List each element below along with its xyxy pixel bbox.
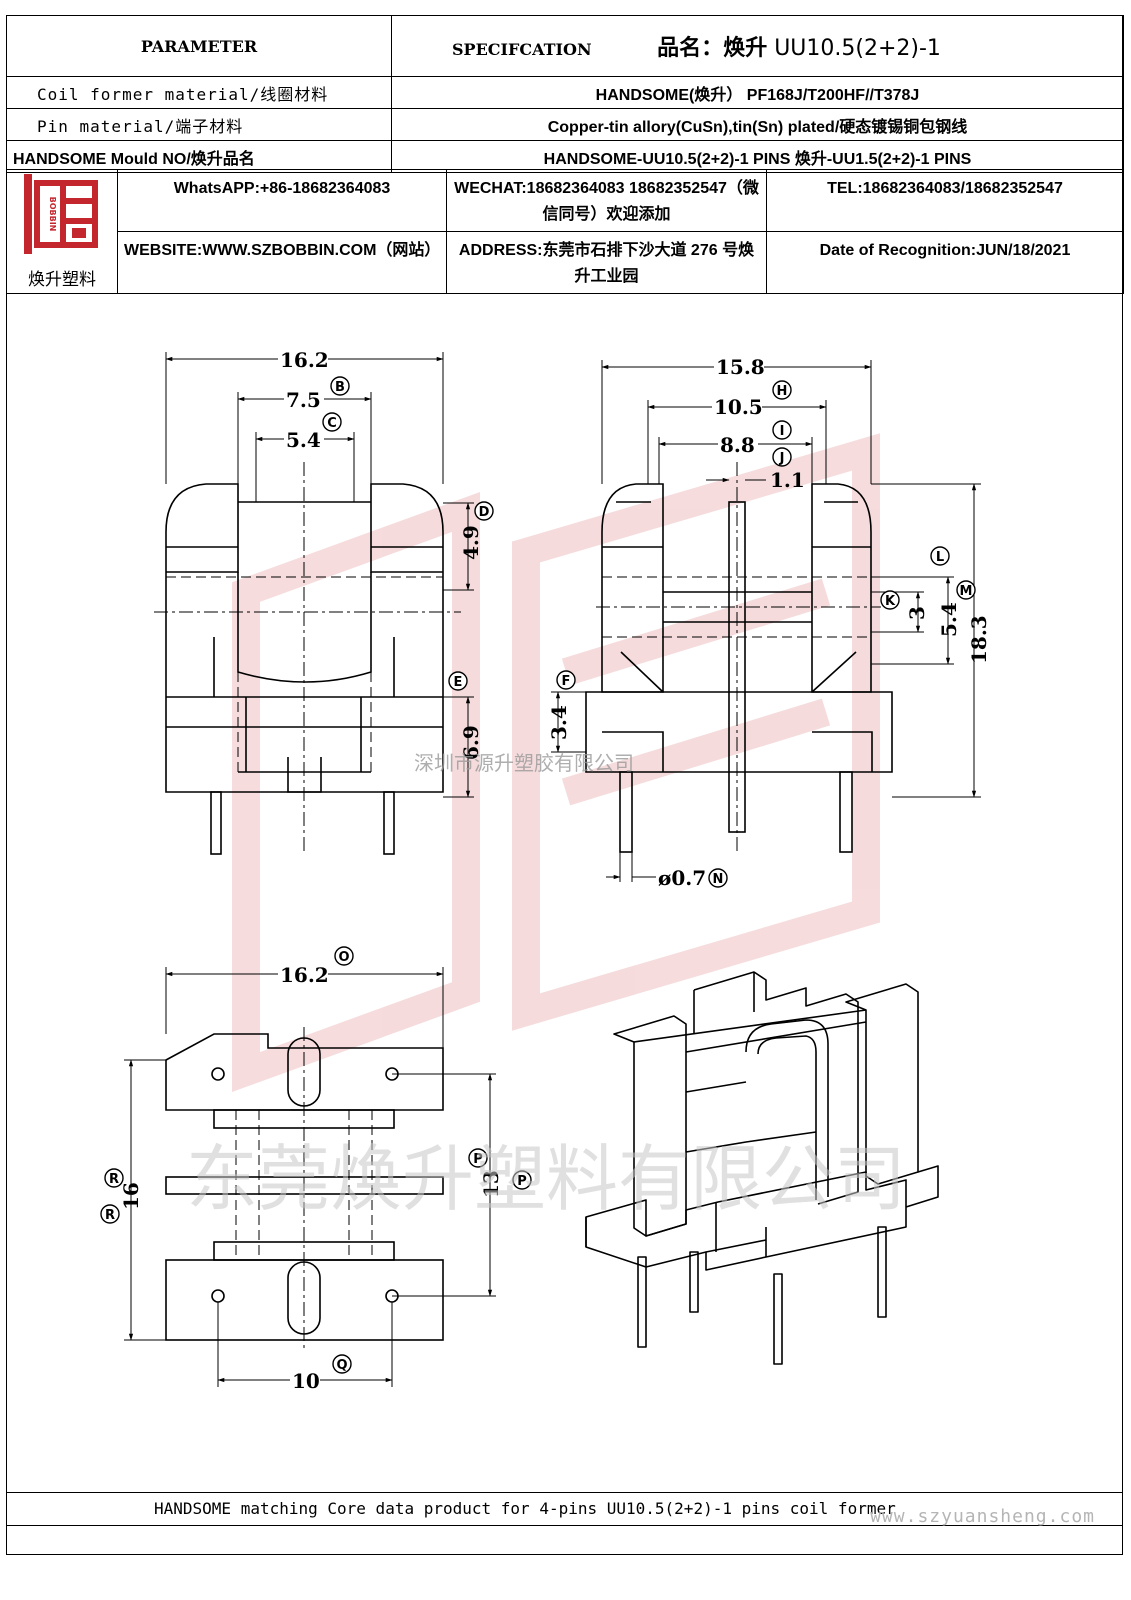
pin-material-value: Copper-tin allory(CuSn),tin(Sn) plated/硬… <box>391 108 1124 141</box>
marker-e: E <box>454 675 463 690</box>
marker-b: B <box>335 380 345 395</box>
company-logo-cell: BOBBIN 焕升塑料 <box>6 169 118 294</box>
watermark-logo <box>232 433 880 1092</box>
dim-7-5: 7.5 <box>286 388 321 412</box>
marker-d: D <box>479 505 490 520</box>
dim-3: 3 <box>905 606 929 620</box>
dim-16-2-bottom: 16.2 <box>280 963 329 987</box>
marker-i: I <box>780 424 785 439</box>
marker-p-right: P <box>517 1174 527 1189</box>
bottom-view <box>165 1027 444 1352</box>
front-view <box>154 462 461 855</box>
marker-h: H <box>777 384 788 399</box>
specification-label: SPECIFCATION <box>452 40 592 59</box>
marker-p-left: P <box>473 1152 483 1167</box>
coil-material-value: HANDSOME(焕升） PF168J/T200HF//T378J <box>391 76 1124 109</box>
dim-18-3: 18.3 <box>967 615 991 664</box>
dim-1-1: 1.1 <box>770 468 805 492</box>
side-view-markers: H I J K L M F N <box>556 380 976 888</box>
parameter-table: PARAMETER SPECIFCATION 品名：焕升 UU10.5(2+2)… <box>6 15 1124 173</box>
logo-glyph-text: BOBBIN <box>48 197 57 232</box>
dim-4-9: 4.9 <box>459 525 483 560</box>
marker-l: L <box>936 550 944 565</box>
dim-10: 10 <box>292 1369 320 1393</box>
front-view-markers: B C D E <box>322 376 494 691</box>
bottom-view-markers: O R R P P Q <box>100 946 532 1374</box>
footer-note: HANDSOME matching Core data product for … <box>6 1492 1123 1526</box>
dim-5-4-front: 5.4 <box>286 428 321 452</box>
dim-16: 16 <box>119 1182 143 1210</box>
marker-r-upper: R <box>109 1172 119 1187</box>
pin-material-label: Pin material/端子材料 <box>6 108 392 141</box>
contact-table: BOBBIN 焕升塑料 WhatsAPP:+86-18682364083 WEC… <box>6 169 1124 294</box>
marker-r-lower: R <box>105 1208 115 1223</box>
dim-15-8: 15.8 <box>716 355 765 379</box>
product-name: 品名：焕升 UU10.5(2+2)-1 <box>657 36 941 61</box>
coil-material-label: Coil former material/线圈材料 <box>6 76 392 109</box>
marker-j: J <box>779 451 785 466</box>
marker-m: M <box>960 584 973 599</box>
marker-n: N <box>713 872 724 887</box>
dim-5-4-side: 5.4 <box>937 602 961 637</box>
product-name-label: 品名： <box>657 36 724 61</box>
dim-8-8: 8.8 <box>720 433 755 457</box>
side-view-labels: 15.8 10.5 8.8 1.1 3 5.4 18.3 3.4 ø0.7 <box>547 354 991 890</box>
recognition-date: Date of Recognition:JUN/18/2021 <box>766 231 1124 294</box>
wechat: WECHAT:18682364083 18682352547（微信同号）欢迎添加 <box>446 169 767 232</box>
telephone: TEL:18682364083/18682352547 <box>766 169 1124 232</box>
whatsapp: WhatsAPP:+86-18682364083 <box>117 169 447 232</box>
company-logo-icon: BOBBIN <box>24 174 98 254</box>
dim-6-9: 6.9 <box>459 725 483 760</box>
company-logo: BOBBIN 焕升塑料 <box>7 170 117 293</box>
address: ADDRESS:东莞市石排下沙大道 276 号焕升工业园 <box>446 231 767 294</box>
specification-heading: SPECIFCATION 品名：焕升 UU10.5(2+2)-1 <box>391 15 1124 77</box>
marker-f: F <box>562 674 571 689</box>
dim-10-5: 10.5 <box>714 395 763 419</box>
watermark-small-text: 深圳市源升塑胶有限公司 <box>414 751 634 775</box>
isometric-view <box>585 971 939 1365</box>
mould-no-label: HANDSOME Mould NO/焕升品名 <box>6 140 392 173</box>
logo-company-name: 焕升塑料 <box>28 270 96 289</box>
dim-3-4: 3.4 <box>547 705 571 740</box>
watermark-large-text: 东莞焕升塑料有限公司 <box>186 1137 906 1221</box>
mould-no-value: HANDSOME-UU10.5(2+2)-1 PINS 焕升-UU1.5(2+2… <box>391 140 1124 173</box>
marker-q: Q <box>336 1358 347 1373</box>
side-view-dimensions <box>551 360 981 882</box>
side-view <box>585 462 893 853</box>
technical-drawing: 16.2 7.5 5.4 4.9 6.9 B C D E <box>100 347 991 1393</box>
marker-k: K <box>885 594 896 609</box>
dim-16-2-top: 16.2 <box>280 348 329 372</box>
front-view-labels: 16.2 7.5 5.4 4.9 6.9 <box>278 347 483 760</box>
bottom-view-dimensions <box>124 967 496 1387</box>
dim-pin-diameter: ø0.7 <box>658 866 706 890</box>
dim-13: 13 <box>479 1170 503 1198</box>
parameter-heading: PARAMETER <box>6 15 392 77</box>
website: WEBSITE:WWW.SZBOBBIN.COM（网站） <box>117 231 447 294</box>
product-name-brand: 焕升 <box>723 36 768 61</box>
product-name-model: UU10.5(2+2)-1 <box>774 36 941 61</box>
marker-c: C <box>327 416 337 431</box>
bottom-view-labels: 16.2 16 13 10 <box>119 962 503 1393</box>
footer-watermark-url: www.szyuansheng.com <box>870 1506 1095 1527</box>
marker-o: O <box>338 950 349 965</box>
